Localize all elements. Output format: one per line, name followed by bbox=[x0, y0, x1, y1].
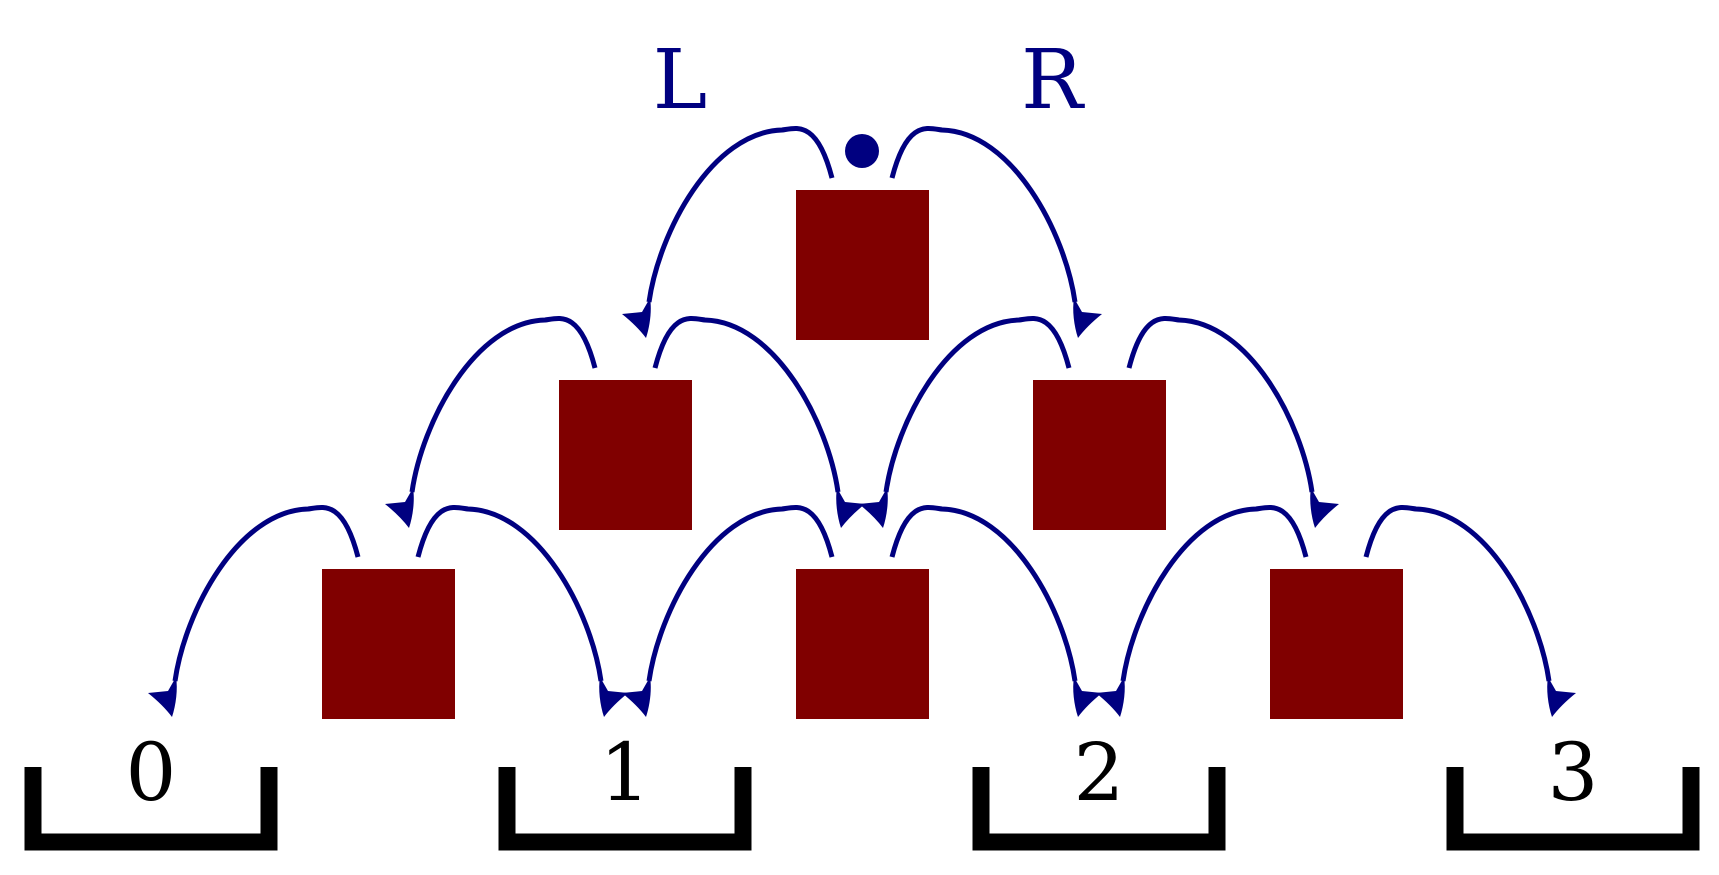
bin-label-0: 0 bbox=[126, 726, 177, 819]
right-direction-label: R bbox=[1021, 33, 1085, 128]
arrow-right-bottom-left bbox=[415, 505, 604, 682]
arrowhead-right-top bbox=[1073, 298, 1102, 338]
arrowhead-right-bottom-center bbox=[1073, 677, 1102, 717]
arrow-left-bottom-right bbox=[1120, 505, 1309, 682]
bin-label-2: 2 bbox=[1074, 726, 1125, 819]
arrow-right-middle-left bbox=[652, 316, 841, 493]
arrowhead-right-bottom-left bbox=[599, 677, 628, 717]
arrow-right-bottom-right bbox=[1363, 505, 1552, 682]
bin-3 bbox=[1446, 767, 1700, 851]
peg-top bbox=[796, 190, 929, 340]
bin-2 bbox=[972, 767, 1226, 851]
ball bbox=[845, 134, 879, 168]
arrow-right-bottom-center bbox=[889, 505, 1078, 682]
arrowhead-left-middle-left bbox=[385, 488, 414, 528]
arrow-left-middle-right bbox=[883, 316, 1072, 493]
bin-label-3: 3 bbox=[1548, 726, 1599, 819]
arrowhead-left-top bbox=[622, 298, 651, 338]
arrow-left-bottom-center bbox=[646, 505, 835, 682]
bin-1 bbox=[498, 767, 752, 851]
arrowhead-left-bottom-center bbox=[622, 677, 651, 717]
peg-middle-left bbox=[559, 380, 692, 530]
pegs bbox=[322, 190, 1403, 719]
arrowhead-left-bottom-right bbox=[1096, 677, 1125, 717]
deflection-arrows bbox=[148, 126, 1576, 717]
peg-bottom-center bbox=[796, 569, 929, 719]
peg-bottom-left bbox=[322, 569, 455, 719]
arrowhead-right-bottom-right bbox=[1547, 677, 1576, 717]
bin-0 bbox=[24, 767, 278, 851]
bin-label-1: 1 bbox=[600, 726, 651, 819]
arrow-right-top bbox=[889, 126, 1078, 303]
arrow-right-middle-right bbox=[1126, 316, 1315, 493]
arrow-left-middle-left bbox=[409, 316, 598, 493]
arrow-left-bottom-left bbox=[172, 505, 361, 682]
arrowhead-right-middle-left bbox=[836, 488, 865, 528]
peg-bottom-right bbox=[1270, 569, 1403, 719]
arrowhead-right-middle-right bbox=[1310, 488, 1339, 528]
arrow-left-top bbox=[646, 126, 835, 303]
arrowhead-left-middle-right bbox=[859, 488, 888, 528]
arrowhead-left-bottom-left bbox=[148, 677, 177, 717]
peg-middle-right bbox=[1033, 380, 1166, 530]
left-direction-label: L bbox=[653, 33, 707, 128]
bins bbox=[24, 767, 1700, 851]
